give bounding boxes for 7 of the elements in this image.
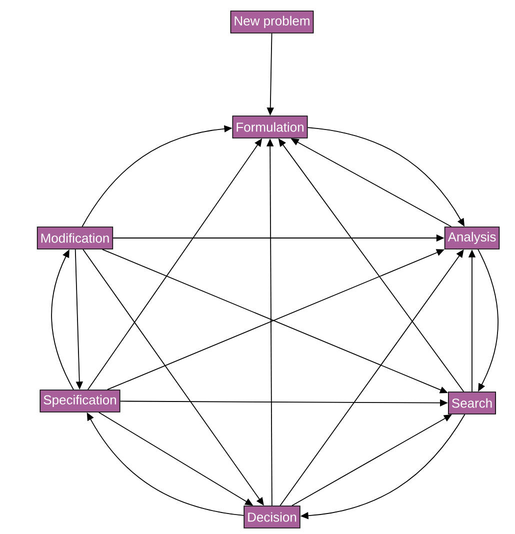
process-box: Formulation — [232, 116, 308, 138]
process-box: Specification — [40, 390, 120, 412]
process-box: New problem — [230, 10, 314, 34]
process-box: Decision — [244, 506, 300, 528]
process-box: Search — [448, 392, 496, 414]
process-box: Analysis — [444, 226, 500, 250]
process-box: Modification — [36, 226, 114, 250]
